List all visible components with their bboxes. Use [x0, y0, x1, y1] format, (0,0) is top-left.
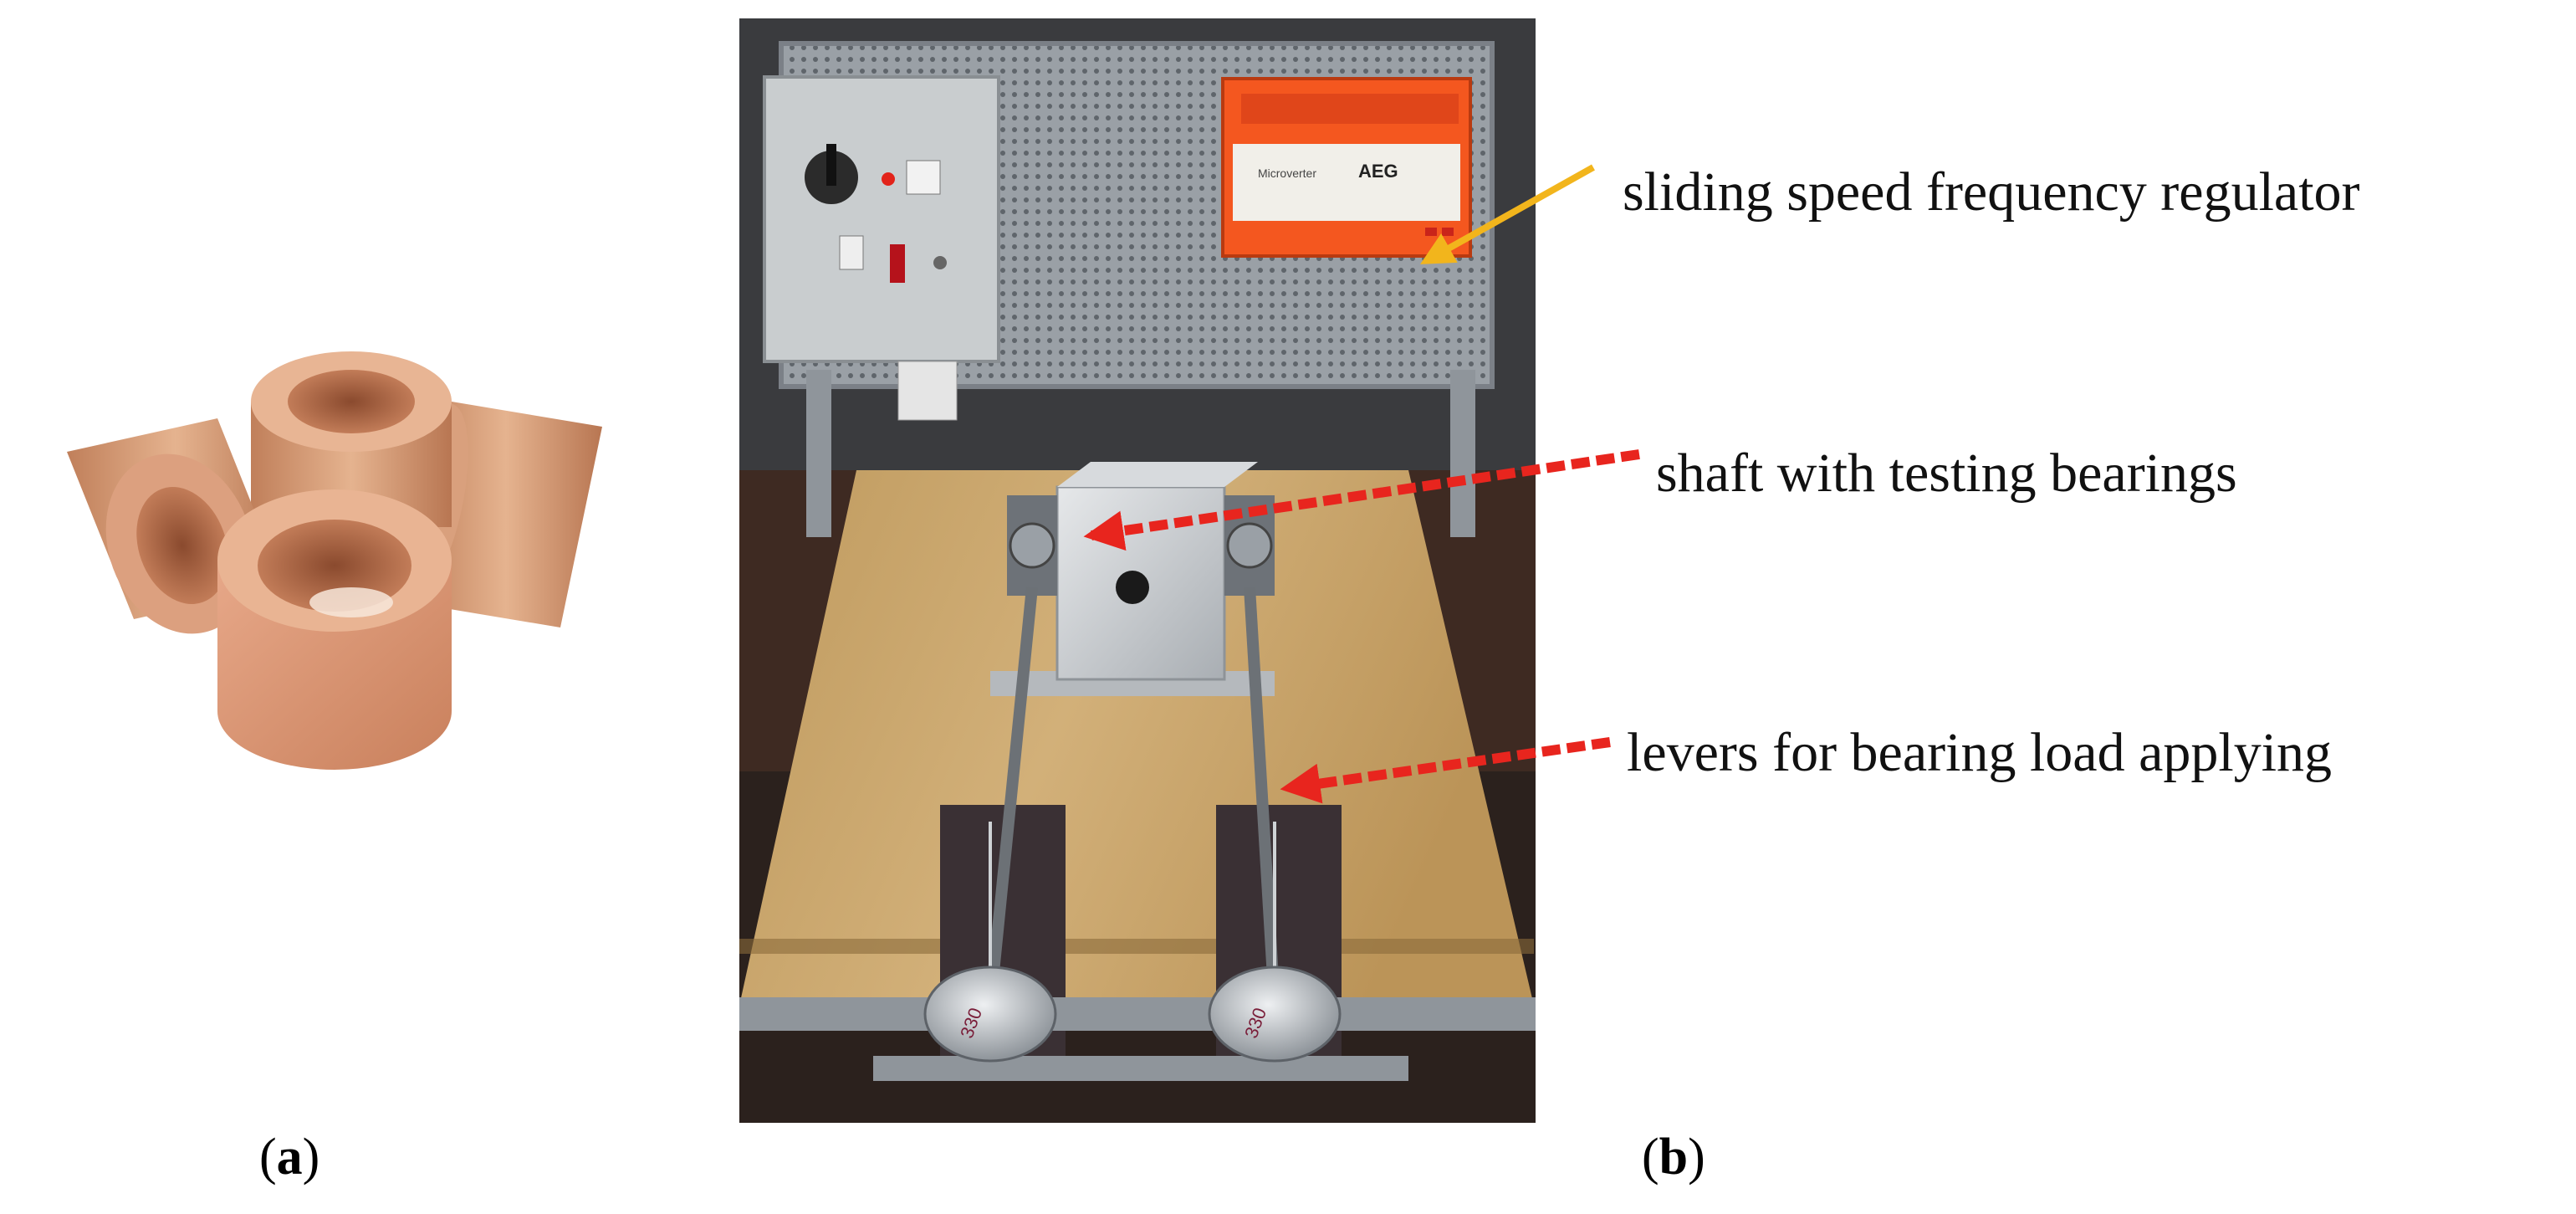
load-weight-left: 330 [923, 966, 1057, 1063]
bushings-photo [67, 351, 602, 770]
arrow-levers [1280, 737, 1611, 804]
label-levers-load: levers for bearing load applying [1627, 722, 2333, 783]
device-brand: AEG [1358, 161, 1398, 182]
test-rig-photo: AEG Microverter 330 330 [739, 18, 1536, 1123]
arrow-regulator [1420, 164, 1595, 264]
panel-label-a: (a) [259, 1129, 320, 1186]
load-weight-right: 330 [1208, 966, 1342, 1063]
panel-label-b: (b) [1642, 1129, 1705, 1186]
bushing-front [217, 489, 452, 770]
label-shaft-bearings: shaft with testing bearings [1656, 443, 2237, 504]
bushing-left [67, 418, 284, 634]
label-sliding-speed-regulator: sliding speed frequency regulator [1623, 161, 2360, 223]
frequency-regulator-device: AEG Microverter [1221, 77, 1472, 258]
control-box [763, 75, 1000, 421]
arrow-shaft [1083, 449, 1640, 551]
device-model: Microverter [1258, 166, 1316, 180]
